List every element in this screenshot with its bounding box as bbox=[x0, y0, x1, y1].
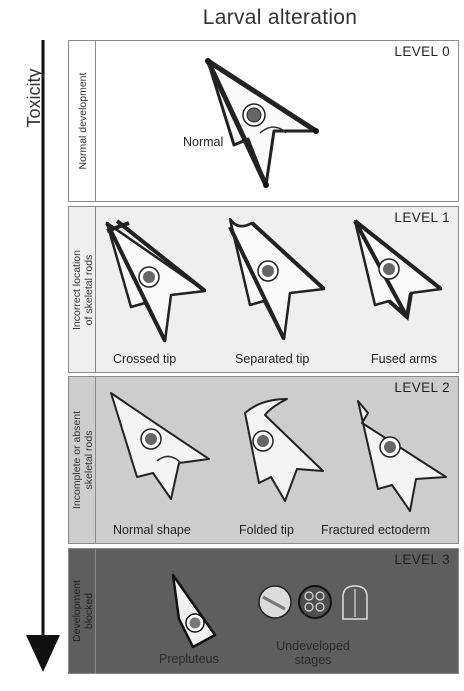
level-2-heading: LEVEL 2 bbox=[394, 380, 450, 395]
crossed-tip-larva-icon bbox=[105, 219, 215, 344]
separated-tip-larva-icon bbox=[224, 217, 334, 342]
caption-normal-shape: Normal shape bbox=[113, 523, 191, 537]
panel-level-0: Normal development LEVEL 0 Normal bbox=[68, 40, 459, 202]
prepluteus-larva-icon bbox=[169, 571, 219, 651]
toxicity-label: Toxicity bbox=[24, 68, 45, 128]
normal-shape-larva-icon bbox=[109, 389, 219, 514]
fused-arms-larva-icon bbox=[349, 217, 449, 342]
undeveloped-stages-icon bbox=[257, 583, 377, 623]
caption-fractured-ectoderm: Fractured ectoderm bbox=[321, 523, 430, 537]
figure-title: Larval alteration bbox=[130, 6, 430, 30]
caption-separated-tip: Separated tip bbox=[235, 352, 309, 366]
folded-tip-larva-icon bbox=[241, 397, 331, 512]
caption-crossed-tip: Crossed tip bbox=[113, 352, 176, 366]
caption-folded-tip: Folded tip bbox=[239, 523, 294, 537]
level-0-heading: LEVEL 0 bbox=[394, 44, 450, 59]
caption-fused-arms: Fused arms bbox=[371, 352, 437, 366]
normal-larva-icon bbox=[204, 53, 324, 193]
level-3-heading: LEVEL 3 bbox=[394, 552, 450, 567]
side-label-level-0: Normal development bbox=[70, 41, 96, 201]
caption-normal: Normal bbox=[183, 135, 223, 149]
caption-prepluteus: Prepluteus bbox=[159, 652, 219, 666]
fractured-ectoderm-larva-icon bbox=[354, 399, 454, 514]
